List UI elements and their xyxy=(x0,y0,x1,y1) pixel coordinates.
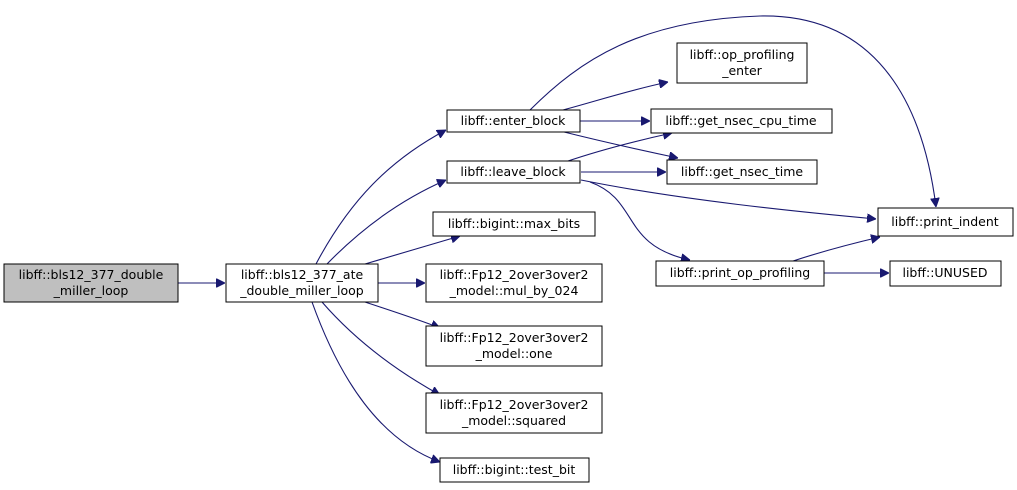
edge-ate-to-one xyxy=(364,301,440,328)
node-bigint-max-bits[interactable]: libff::bigint::max_bits xyxy=(432,211,596,237)
node-label-line: libff::bigint::test_bit xyxy=(453,462,576,477)
node-label-line: libff::Fp12_2over3over2 xyxy=(440,330,589,345)
node-label-line: libff::bigint::max_bits xyxy=(448,216,580,231)
node-label-line: libff::Fp12_2over3over2 xyxy=(440,267,589,282)
edge-print-op-profiling-to-print-indent xyxy=(789,237,880,263)
node-label-line: _miller_loop xyxy=(53,283,129,298)
node-bls12-377-ate-double-miller-loop[interactable]: libff::bls12_377_ate _double_miller_loop xyxy=(225,263,379,303)
node-print-op-profiling[interactable]: libff::print_op_profiling xyxy=(655,260,825,287)
node-print-indent[interactable]: libff::print_indent xyxy=(877,207,1014,237)
node-label-line: libff::enter_block xyxy=(461,113,566,128)
edge-leave-block-to-get-nsec-cpu-time xyxy=(564,133,672,163)
node-fp12-one[interactable]: libff::Fp12_2over3over2 _model::one xyxy=(425,325,603,367)
node-leave-block[interactable]: libff::leave_block xyxy=(446,160,581,184)
node-fp12-squared[interactable]: libff::Fp12_2over3over2 _model::squared xyxy=(425,392,603,434)
node-label-line: libff::UNUSED xyxy=(902,265,987,280)
node-label-line: libff::bls12_377_double xyxy=(19,267,164,282)
node-label-line: _enter xyxy=(721,63,762,78)
edge-ate-to-enter-block xyxy=(315,129,446,265)
edge-ate-to-test-bit xyxy=(311,301,440,462)
node-bls12-377-double-miller-loop[interactable]: libff::bls12_377_double _miller_loop xyxy=(3,263,179,303)
node-op-profiling-enter[interactable]: libff::op_profiling _enter xyxy=(676,42,808,84)
node-label-line: _model::squared xyxy=(461,413,566,428)
node-bigint-test-bit[interactable]: libff::bigint::test_bit xyxy=(439,457,590,483)
edge-leave-block-to-print-indent xyxy=(580,179,876,219)
node-label-line: libff::print_indent xyxy=(891,214,998,229)
edge-ate-to-leave-block xyxy=(326,180,446,265)
node-enter-block[interactable]: libff::enter_block xyxy=(446,109,581,133)
node-label-line: _double_miller_loop xyxy=(239,283,364,298)
node-unused[interactable]: libff::UNUSED xyxy=(889,260,1002,287)
node-label-line: libff::leave_block xyxy=(460,164,566,179)
node-label-line: _model::mul_by_024 xyxy=(449,283,579,298)
edge-ate-to-squared xyxy=(321,301,440,395)
edge-enter-block-to-op-profiling-enter xyxy=(562,82,668,111)
node-fp12-mul-by-024[interactable]: libff::Fp12_2over3over2 _model::mul_by_0… xyxy=(425,263,603,303)
edge-enter-block-to-print-indent xyxy=(529,15,936,207)
node-label-line: libff::get_nsec_time xyxy=(681,164,803,179)
node-label-line: libff::print_op_profiling xyxy=(670,265,811,280)
node-label-line: libff::bls12_377_ate xyxy=(241,267,364,282)
node-label-line: _model::one xyxy=(475,346,553,361)
edge-leave-block-to-print-op-profiling xyxy=(589,181,690,260)
edge-ate-to-max-bits xyxy=(364,236,460,265)
node-get-nsec-cpu-time[interactable]: libff::get_nsec_cpu_time xyxy=(650,108,833,134)
node-get-nsec-time[interactable]: libff::get_nsec_time xyxy=(666,159,818,185)
node-label-line: libff::Fp12_2over3over2 xyxy=(440,397,589,412)
node-label-line: libff::get_nsec_cpu_time xyxy=(665,113,816,128)
edges xyxy=(178,15,936,462)
node-label-line: libff::op_profiling xyxy=(690,47,795,62)
